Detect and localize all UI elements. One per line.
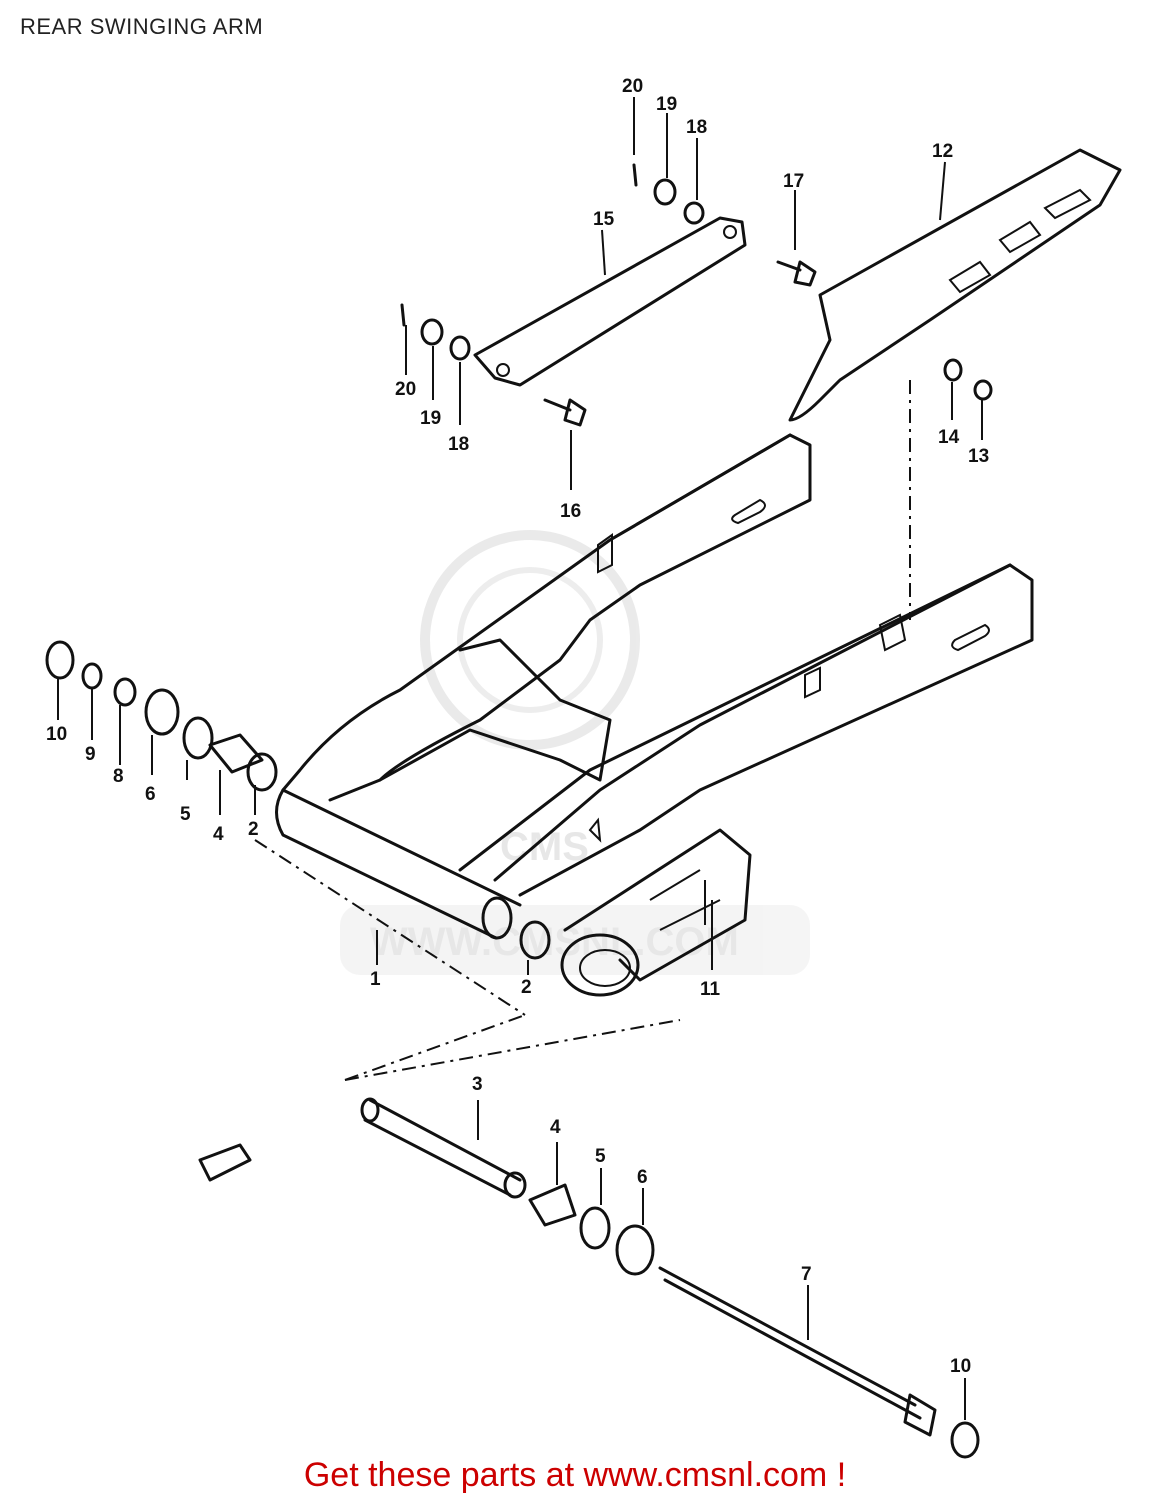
hardware-left	[45, 640, 551, 960]
bracket-mount	[588, 817, 602, 843]
pivot-tube	[275, 788, 522, 940]
right-axle-slot	[951, 623, 990, 652]
part-label-19-lower: 19	[420, 408, 441, 429]
part-label-18-lower: 18	[448, 434, 469, 455]
hardware-upper	[400, 163, 993, 427]
part-label-13: 13	[968, 446, 989, 467]
pivot-tube-end	[481, 896, 513, 940]
watermark: CMS WWW.CMSNL.COM	[340, 530, 810, 975]
watermark-url: WWW.CMSNL.COM	[370, 920, 739, 964]
watermark-logo-circle	[420, 530, 640, 750]
left-axle-slot	[731, 498, 766, 525]
hardware-lower	[254, 380, 980, 1459]
left-arm	[281, 433, 812, 802]
right-arm	[493, 563, 1034, 897]
part-label-15: 15	[593, 209, 615, 230]
right-arm-inner	[458, 563, 1012, 872]
leader-lines	[57, 97, 983, 1420]
chain-guard-tab-left	[597, 533, 613, 574]
part-label-6-lower: 6	[637, 1167, 648, 1188]
watermark-banner	[340, 905, 810, 975]
part-label-2-upper: 2	[248, 819, 259, 840]
left-arm-top	[608, 433, 792, 542]
part-label-14: 14	[938, 427, 960, 448]
part-label-19-upper: 19	[656, 94, 677, 115]
part-label-12: 12	[932, 141, 953, 162]
part-label-4-upper: 4	[213, 824, 224, 845]
frame-tab	[804, 666, 821, 699]
part-label-3: 3	[472, 1074, 483, 1095]
part-label-18-upper: 18	[686, 117, 707, 138]
front-direction-arrow	[198, 1143, 252, 1182]
part-label-1: 1	[370, 969, 381, 990]
part-label-5-lower: 5	[595, 1146, 606, 1167]
part-label-17: 17	[783, 171, 804, 192]
part-12-chain-case	[788, 148, 1122, 422]
part-label-6-upper: 6	[145, 784, 156, 805]
part-label-4-lower: 4	[550, 1117, 561, 1138]
chain-guard-tab-right	[878, 613, 907, 652]
part-label-20-upper: 20	[622, 76, 643, 97]
cross-member	[378, 638, 612, 782]
page-title: REAR SWINGING ARM	[20, 14, 264, 39]
part-label-10-upper: 10	[46, 724, 67, 745]
part-label-8: 8	[113, 766, 124, 787]
part-label-5-upper: 5	[180, 804, 191, 825]
part-label-7: 7	[801, 1264, 812, 1285]
part-label-9: 9	[85, 744, 96, 765]
part-label-20-lower: 20	[395, 379, 416, 400]
part-label-10-lower: 10	[950, 1356, 971, 1377]
swing-arm-frame	[275, 433, 1034, 940]
part-label-2-lower: 2	[521, 977, 532, 998]
part-label-16: 16	[560, 501, 581, 522]
part-labels: 1 2 2 3 4 4 5 5 6 6 7 8 9 10 10 11 12 13…	[46, 76, 989, 1377]
part-11-bracket	[560, 828, 752, 997]
part-15-torque-link	[473, 216, 747, 387]
parts-shop-link[interactable]: Get these parts at www.cmsnl.com !	[303, 1456, 847, 1494]
watermark-logo-inner	[457, 567, 603, 713]
part-label-11: 11	[700, 979, 721, 1000]
